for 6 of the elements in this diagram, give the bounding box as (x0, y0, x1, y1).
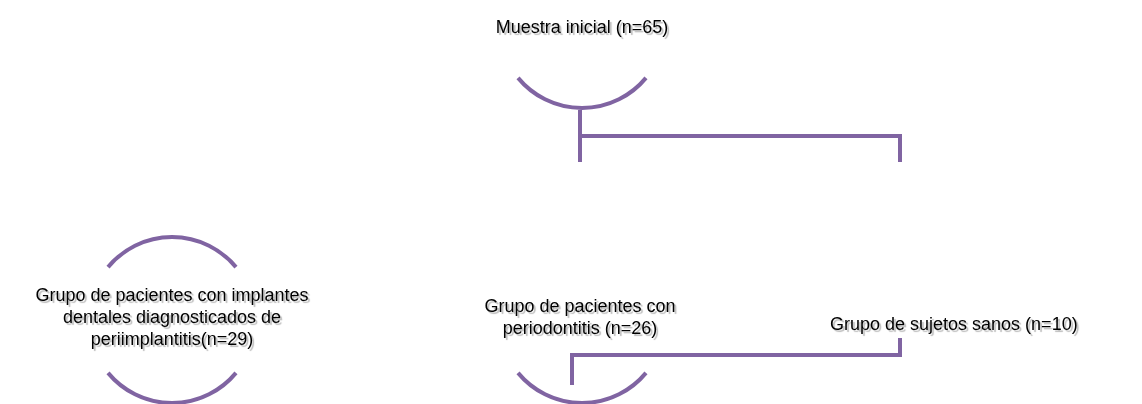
connector-line (578, 110, 902, 162)
node-label: Grupo de pacientes con periodontitis (n=26) (483, 295, 677, 339)
node-label: Grupo de pacientes con implantes dentales diagnosticados de periimplantitis(n=29) (34, 284, 310, 350)
connector-line (570, 338, 902, 385)
node-label: Grupo de sujetos sanos (n=10) (830, 313, 1079, 335)
node-label: Muestra inicial (n=65) (494, 16, 670, 38)
